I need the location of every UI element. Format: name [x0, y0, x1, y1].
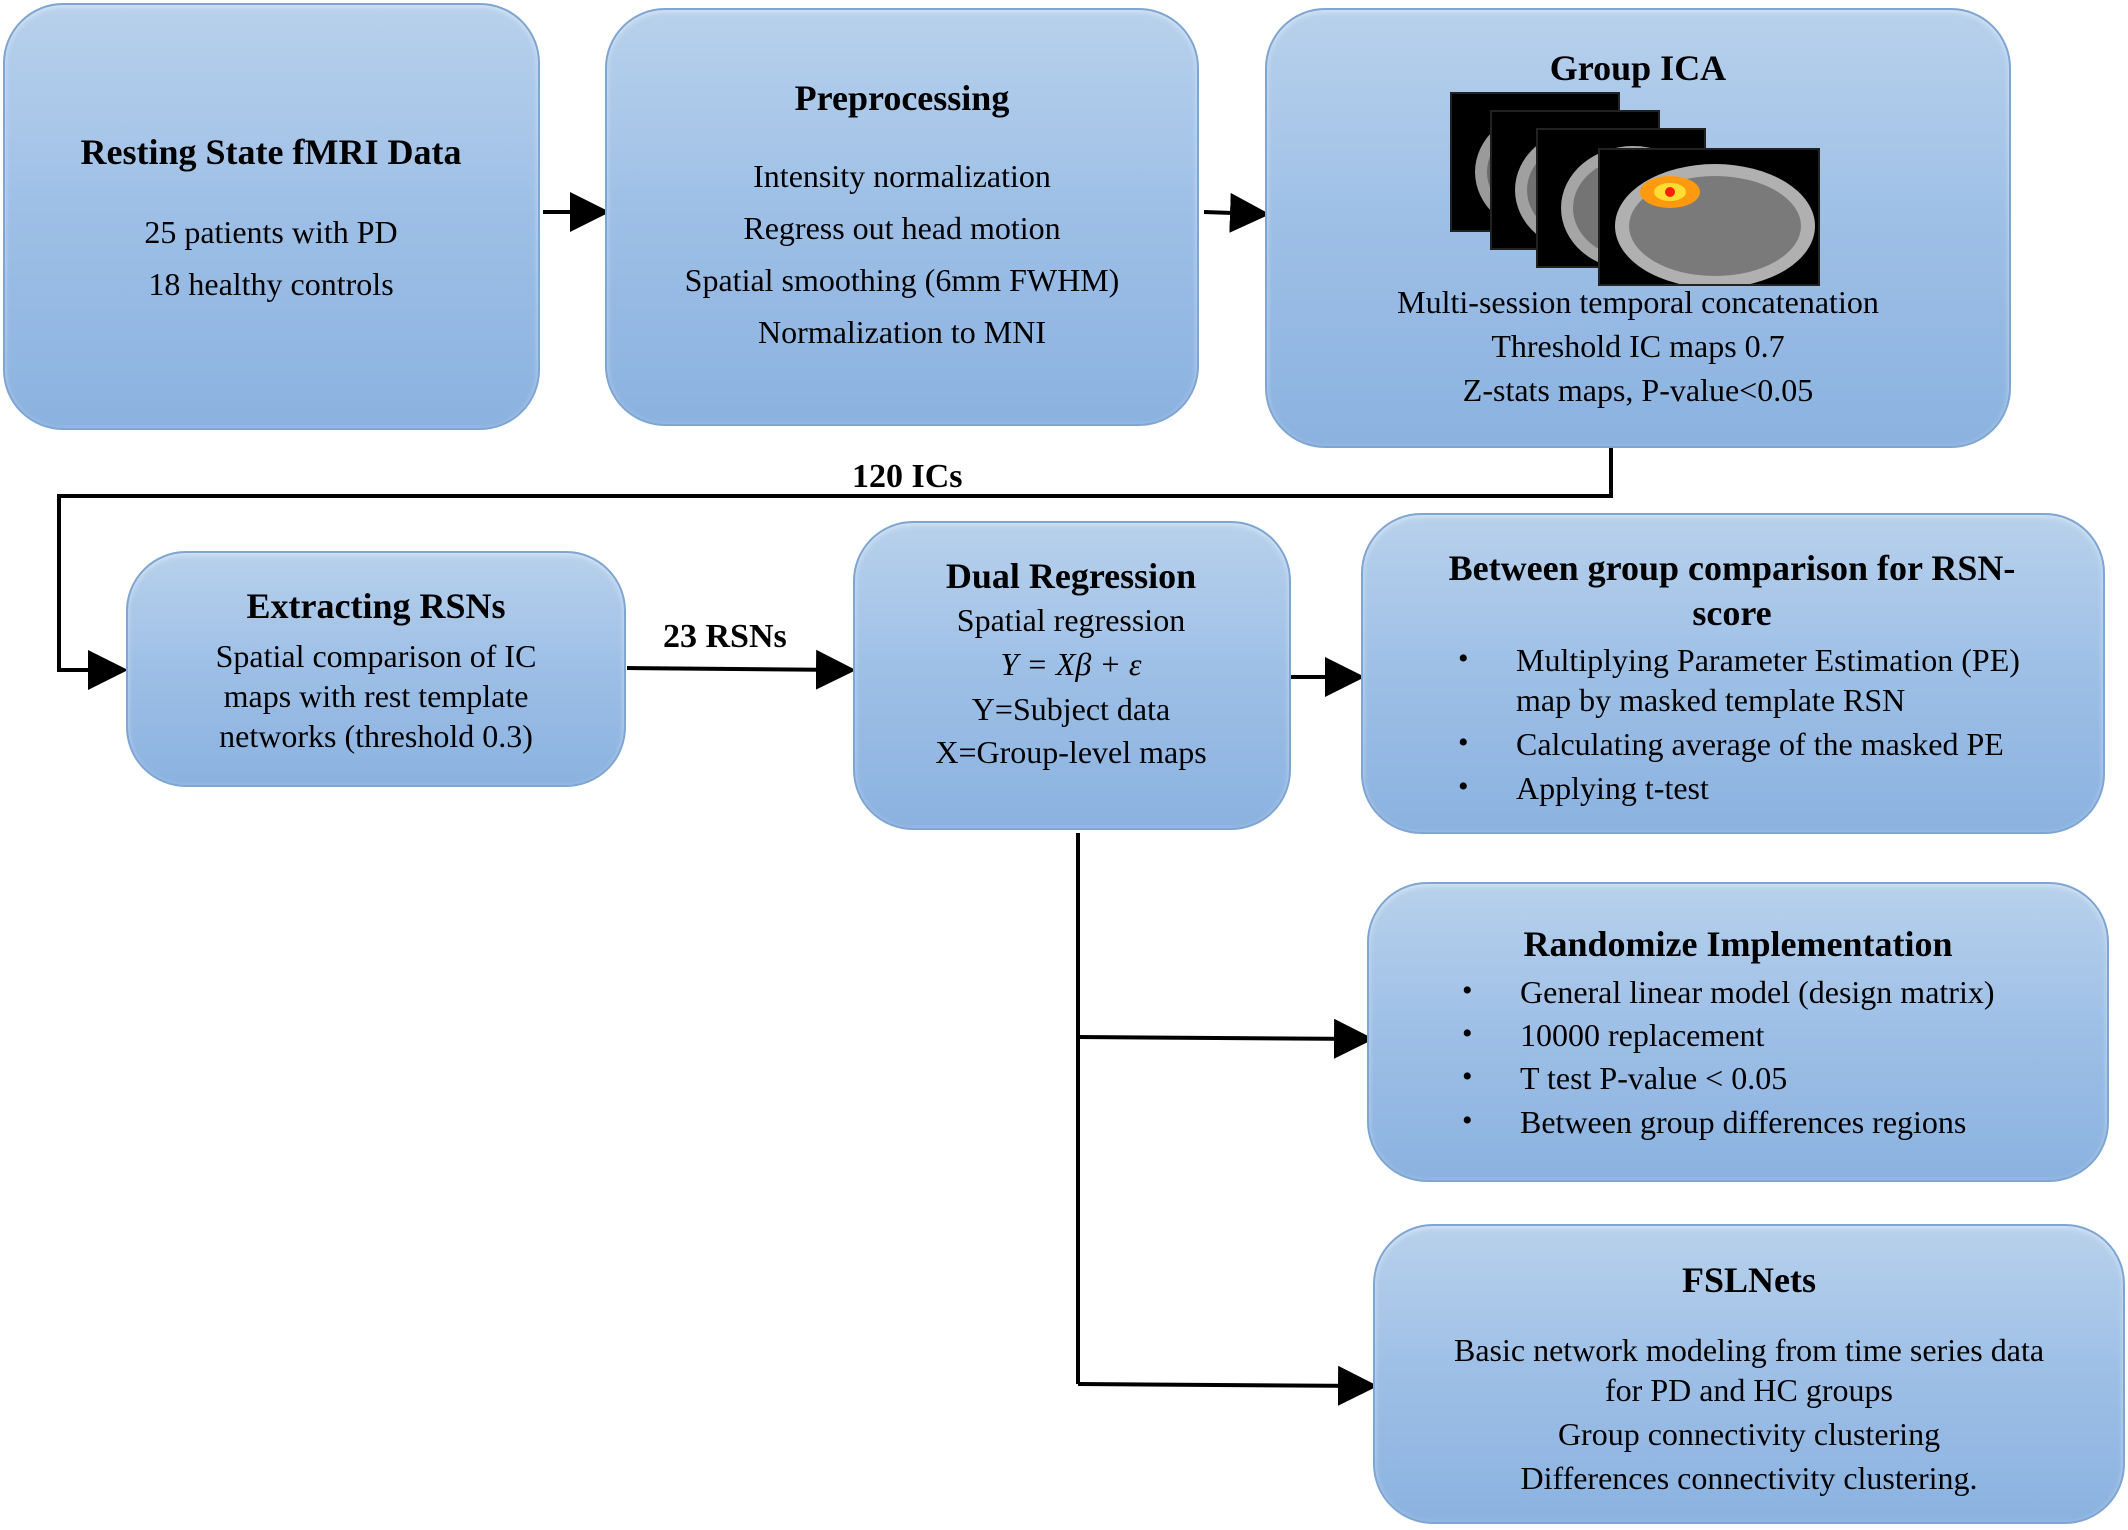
dual-line-4: X=Group-level maps [935, 734, 1207, 770]
between-title-line-2: score [1692, 593, 1772, 633]
randomize-bullet-3: • [1462, 1060, 1473, 1093]
resting-title: Resting State fMRI Data [80, 132, 462, 172]
group-ica-title: Group ICA [1549, 48, 1727, 88]
group-ica-line-3: Z-stats maps, P-value<0.05 [1462, 372, 1814, 408]
between-bullet-4: • [1458, 770, 1469, 803]
extracting-line-3: networks (threshold 0.3) [219, 718, 533, 754]
between-item-2: map by masked template RSN [1516, 682, 1906, 718]
fslnets-line-2: for PD and HC groups [1605, 1372, 1893, 1408]
randomize-bullet-1: • [1462, 974, 1473, 1007]
preprocessing-line-1: Intensity normalization [753, 158, 1051, 194]
arrow-dual-to-randomize [1077, 1018, 1374, 1059]
extracting-line-2: maps with rest template [223, 678, 529, 714]
node-resting-state [3, 3, 540, 430]
node-preprocessing [605, 8, 1199, 426]
edge-label-rsns: 23 RSNs [663, 618, 787, 655]
randomize-item-3: T test P-value < 0.05 [1520, 1060, 1788, 1096]
dual-line-1: Spatial regression [956, 602, 1186, 638]
edge-label-ics: 120 ICs [852, 458, 963, 495]
node-fslnets [1373, 1224, 2125, 1524]
arrow-extracting-to-dual [626, 649, 856, 690]
randomize-bullet-2: • [1462, 1017, 1473, 1050]
randomize-item-4: Between group differences regions [1520, 1104, 1967, 1140]
between-title-line-1: Between group comparison for RSN- [1448, 548, 2016, 588]
dual-line-3: Y=Subject data [971, 691, 1171, 727]
brain-map-stack [1450, 92, 1820, 286]
extracting-line-1: Spatial comparison of IC [215, 638, 537, 674]
fslnets-title: FSLNets [1682, 1260, 1816, 1300]
resting-line-1: 25 patients with PD [144, 214, 398, 250]
node-dual-regression [853, 521, 1291, 830]
fslnets-line-3: Group connectivity clustering [1557, 1416, 1941, 1452]
brain-slice-4 [1598, 148, 1820, 286]
node-randomize [1367, 882, 2109, 1182]
arrow-groupica-to-extracting [57, 448, 1613, 690]
dual-title: Dual Regression [945, 556, 1197, 596]
fslnets-line-4: Differences connectivity clustering. [1520, 1460, 1978, 1496]
between-item-3: Calculating average of the masked PE [1516, 726, 2004, 762]
between-item-4: Applying t-test [1516, 770, 1709, 806]
extracting-title: Extracting RSNs [246, 586, 506, 626]
between-bullet-3: • [1458, 726, 1469, 759]
node-between-group [1361, 513, 2105, 834]
preprocessing-line-4: Normalization to MNI [758, 314, 1046, 350]
arrow-dual-to-fslnets [1077, 1365, 1378, 1406]
resting-line-2: 18 healthy controls [148, 266, 394, 302]
preprocessing-title: Preprocessing [794, 78, 1010, 118]
arrow-preprocessing-to-groupica [1203, 192, 1270, 233]
randomize-title: Randomize Implementation [1523, 924, 1953, 964]
randomize-bullet-4: • [1462, 1104, 1473, 1137]
between-bullet-1: • [1458, 642, 1469, 675]
preprocessing-line-3: Spatial smoothing (6mm FWHM) [684, 262, 1120, 298]
dual-equation: Y = Xβ + ε [1000, 646, 1142, 682]
fslnets-line-1: Basic network modeling from time series … [1453, 1332, 2045, 1368]
node-extracting-rsns [126, 551, 626, 787]
between-item-1: Multiplying Parameter Estimation (PE) [1516, 642, 2020, 678]
preprocessing-line-2: Regress out head motion [743, 210, 1061, 246]
group-ica-line-1: Multi-session temporal concatenation [1397, 284, 1879, 320]
group-ica-line-2: Threshold IC maps 0.7 [1491, 328, 1785, 364]
randomize-item-2: 10000 replacement [1520, 1017, 1765, 1053]
randomize-item-1: General linear model (design matrix) [1520, 974, 1995, 1010]
